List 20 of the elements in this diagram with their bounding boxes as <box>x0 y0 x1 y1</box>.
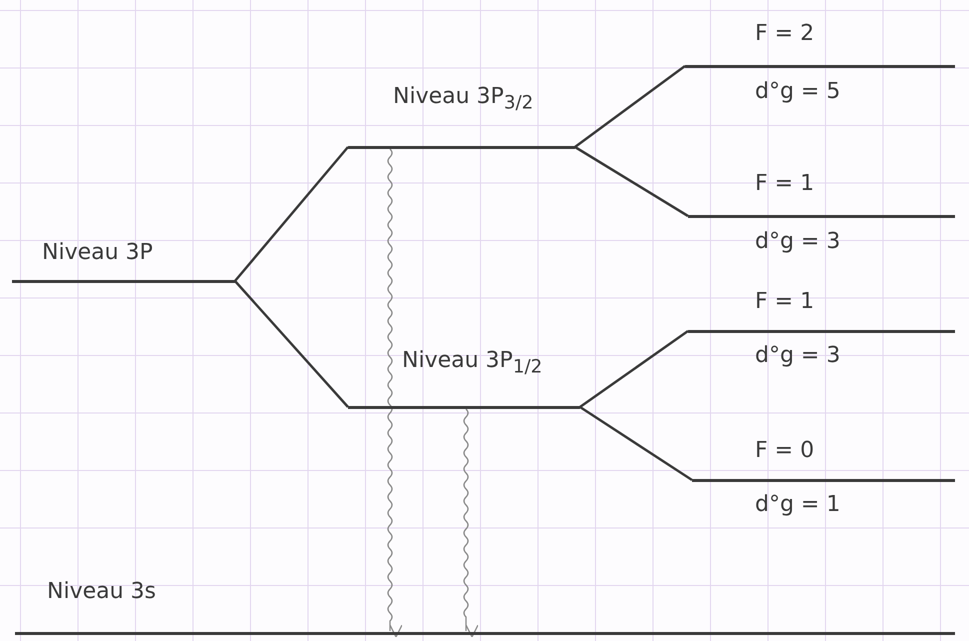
connector-line <box>574 65 686 148</box>
level-label: F = 0 <box>755 438 814 463</box>
level-label: Niveau 3P <box>42 240 153 265</box>
connector-line <box>574 146 689 218</box>
level-label: F = 2 <box>755 21 814 46</box>
connector-line <box>234 146 349 282</box>
level-label: F = 1 <box>755 171 814 196</box>
degeneracy-label: d°g = 1 <box>755 492 840 517</box>
level-label: F = 1 <box>755 289 814 314</box>
connector-line <box>579 330 689 408</box>
level-label: Niveau 3s <box>47 579 156 604</box>
degeneracy-label: d°g = 3 <box>755 343 840 368</box>
degeneracy-label: d°g = 5 <box>755 79 840 104</box>
wavy-arrow <box>387 148 403 638</box>
connector-line <box>234 280 349 408</box>
level-label: Niveau 3P$_{1/2}$ <box>402 348 542 378</box>
level-label: Niveau 3P$_{3/2}$ <box>393 84 534 114</box>
degeneracy-label: d°g = 3 <box>755 229 840 254</box>
wavy-arrow <box>463 408 479 638</box>
connector-line <box>579 406 693 482</box>
